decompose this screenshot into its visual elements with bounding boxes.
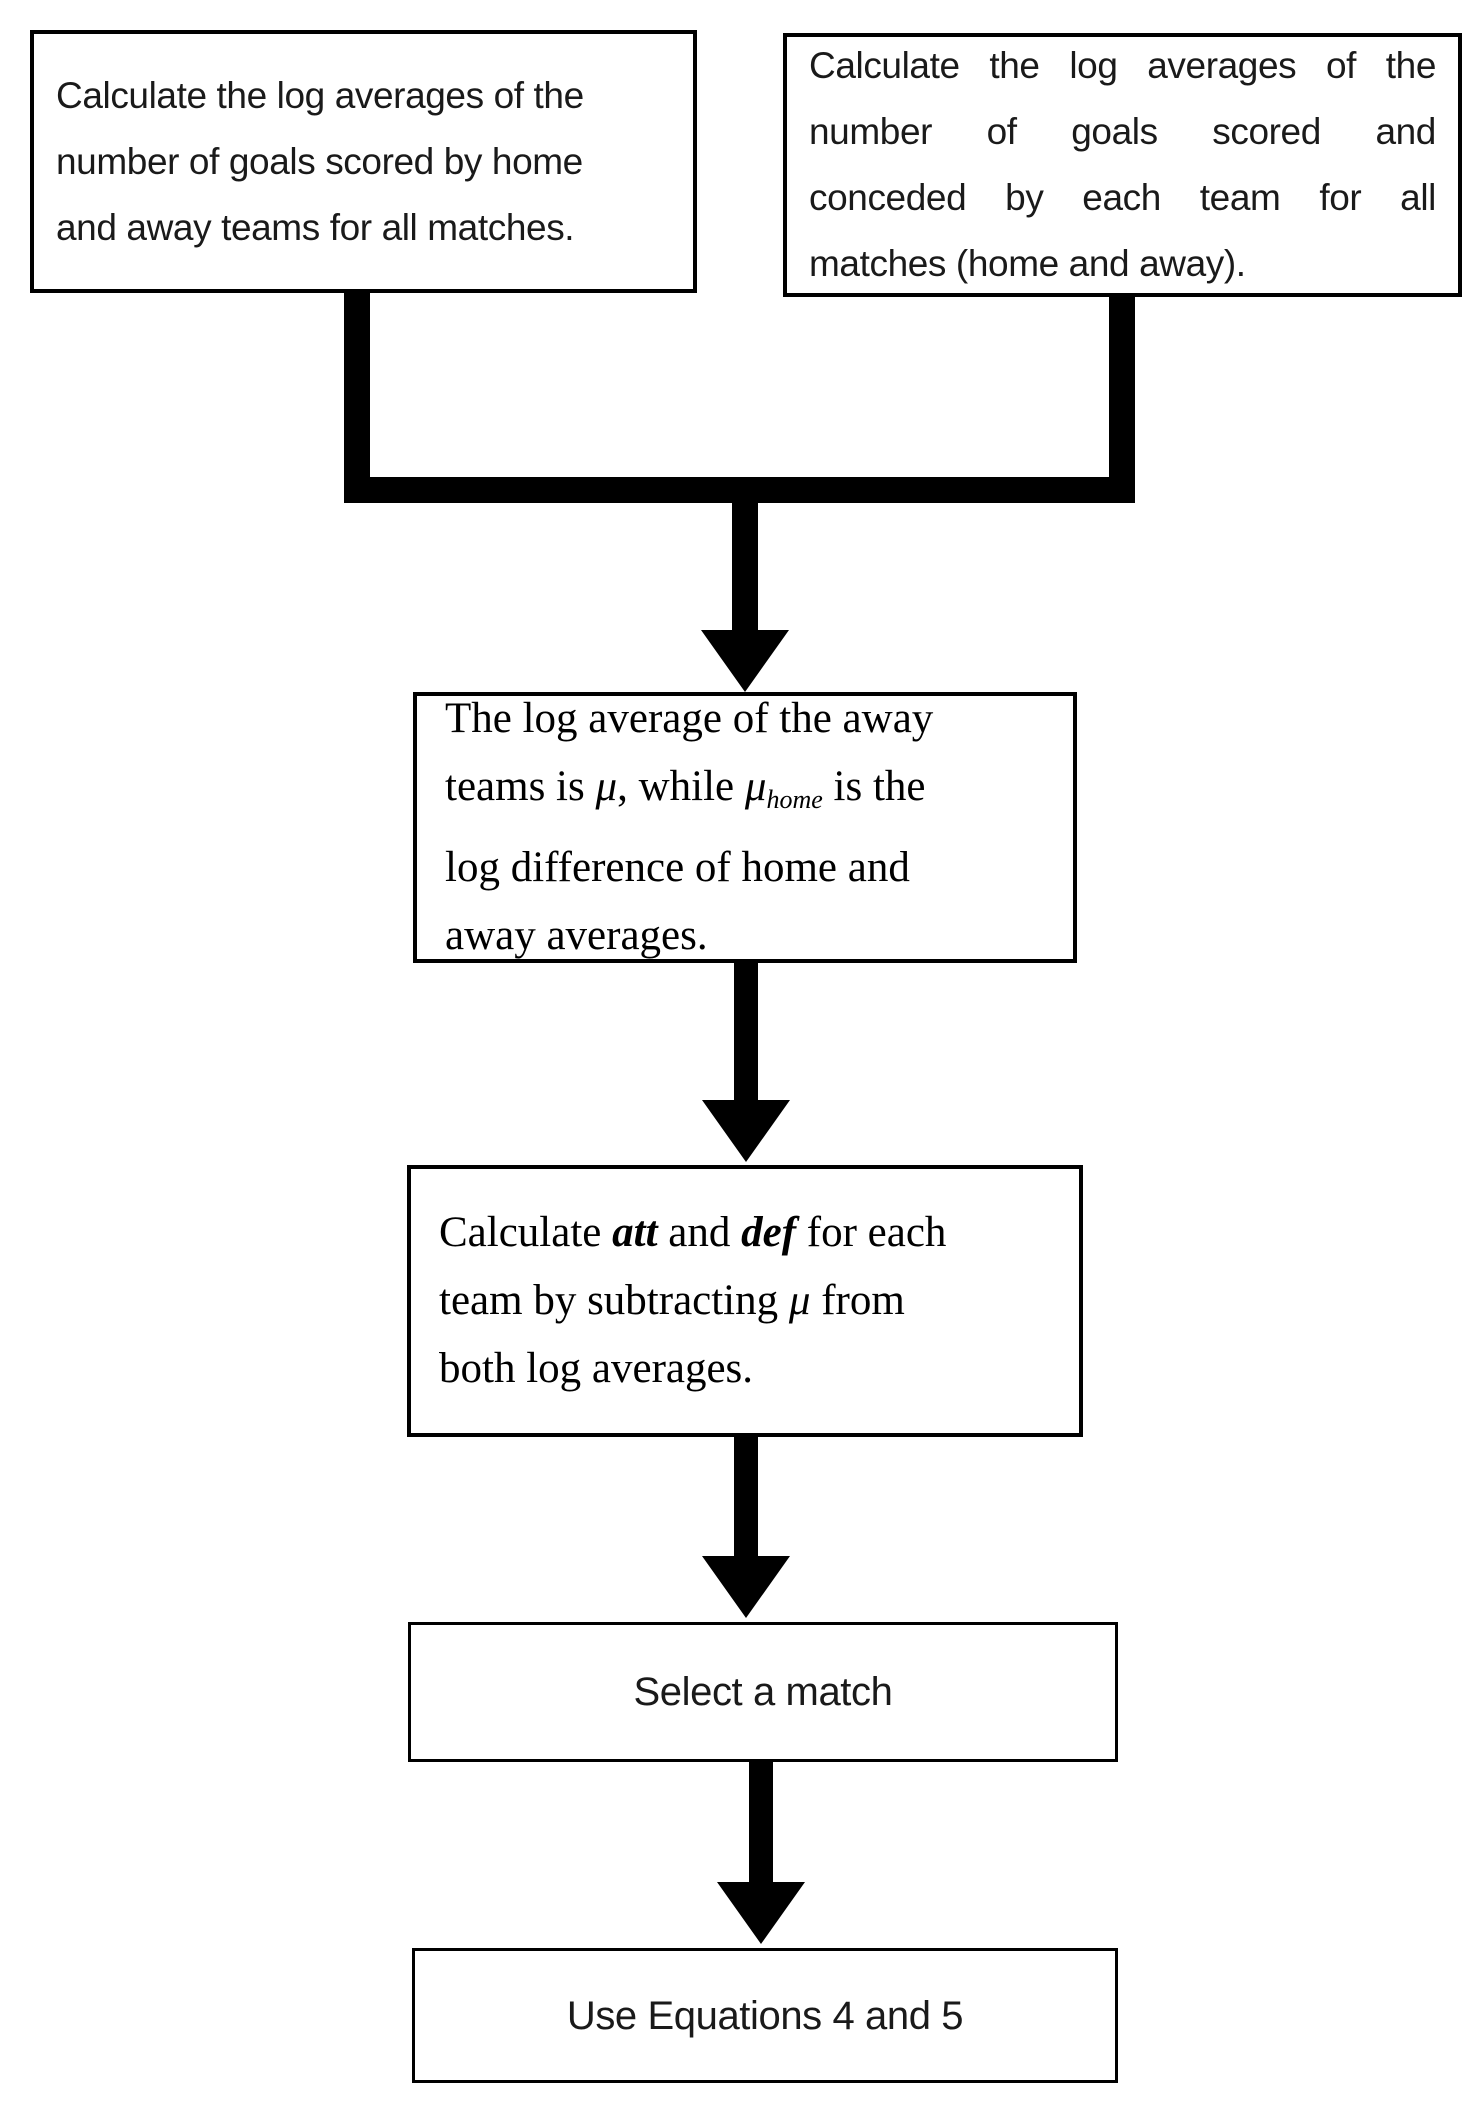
text-segment: Calculate — [439, 1209, 613, 1256]
box-text-line: conceded by each team for all — [809, 177, 1436, 218]
mu-home-subscript: home — [766, 785, 823, 814]
mu-symbol: μ — [595, 763, 618, 810]
merge-arrow-stem — [732, 500, 758, 640]
box-text-line: Calculate the log averages of the — [56, 74, 584, 116]
mu-home-symbol: μ — [744, 763, 767, 810]
merge-arrow-head-icon — [701, 630, 789, 692]
text-segment: and — [657, 1209, 742, 1256]
text-segment: from — [810, 1277, 905, 1324]
box-text-line: log difference of home and — [445, 844, 910, 891]
box-text-line: Use Equations 4 and 5 — [566, 1993, 964, 2038]
merge-connector-left-stem — [344, 289, 370, 503]
box-text-line: and away teams for all matches. — [56, 206, 575, 248]
def-symbol: def — [741, 1209, 797, 1256]
merge-connector-bar — [344, 477, 1135, 503]
down-arrow-head-icon — [702, 1556, 790, 1618]
box-text-line: teams is μ, while μhome is the — [445, 753, 1045, 834]
down-arrow-stem — [734, 1434, 758, 1562]
process-box-calc-home-away-averages: Calculate the log averages of the number… — [30, 30, 697, 293]
text-segment: , while — [617, 763, 745, 810]
box-text-line: away averages. — [445, 912, 708, 959]
process-box-log-average-mu: The log average of the away teams is μ, … — [413, 692, 1077, 963]
down-arrow-head-icon — [717, 1882, 805, 1944]
merge-connector-right-stem — [1109, 293, 1135, 503]
box-text-line: Select a match — [633, 1670, 893, 1714]
box-text-line: team by subtracting μ from — [439, 1267, 1051, 1335]
mu-symbol: μ — [788, 1277, 811, 1324]
down-arrow-stem — [749, 1760, 773, 1888]
process-box-select-match: Select a match — [408, 1622, 1118, 1762]
process-box-calc-att-def: Calculate att and def for each team by s… — [407, 1165, 1083, 1437]
down-arrow-head-icon — [702, 1100, 790, 1162]
box-text-line: both log averages. — [439, 1345, 754, 1392]
process-box-calc-scored-conceded-averages: Calculate the log averages of the number… — [783, 33, 1462, 297]
box-text-line: matches (home and away). — [809, 243, 1246, 284]
box-text-line: number of goals scored by home — [56, 140, 583, 182]
text-segment: teams is — [445, 763, 596, 810]
box-text-line: The log average of the away — [445, 695, 934, 742]
box-text-line: Calculate the log averages of the — [809, 45, 1436, 86]
text-segment: is the — [822, 763, 926, 810]
process-box-use-equations: Use Equations 4 and 5 — [412, 1948, 1118, 2083]
down-arrow-stem — [734, 960, 758, 1105]
att-symbol: att — [612, 1209, 658, 1256]
box-text-line: Calculate att and def for each — [439, 1199, 1051, 1267]
box-text-line: number of goals scored and — [809, 111, 1436, 152]
text-segment: for each — [796, 1209, 947, 1256]
text-segment: team by subtracting — [439, 1277, 789, 1324]
